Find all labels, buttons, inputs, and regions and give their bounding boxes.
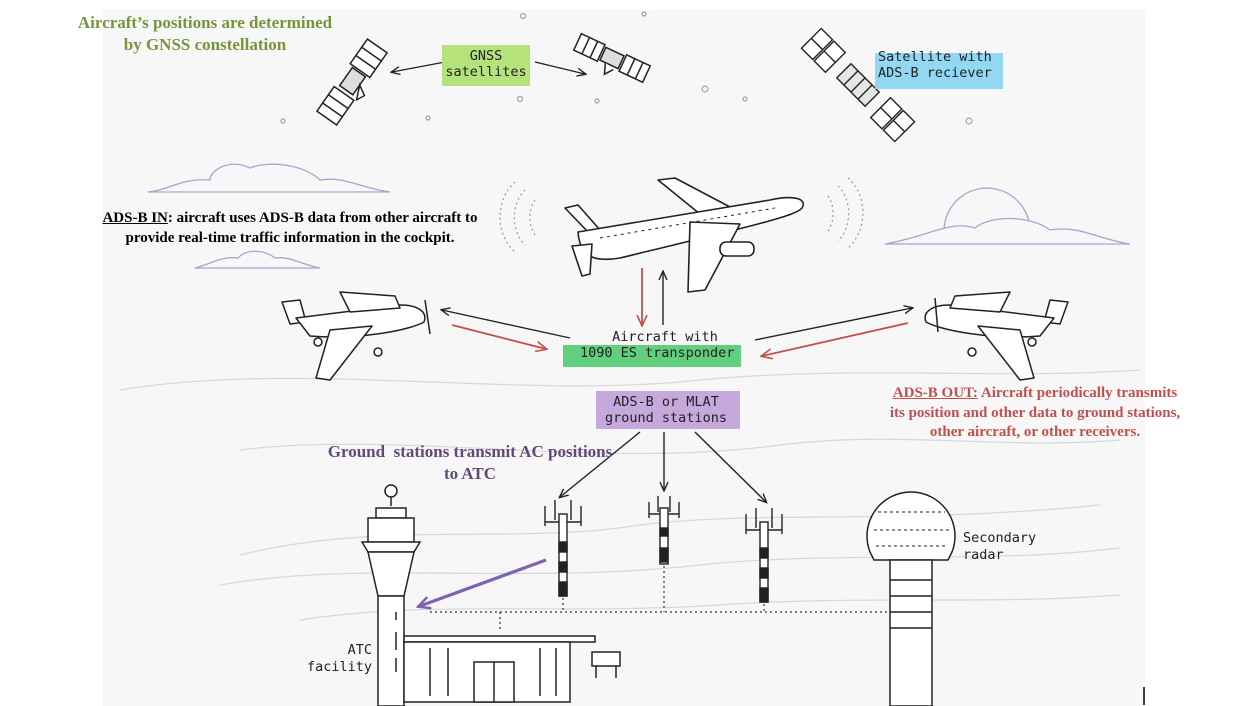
ground-arrow-right <box>694 431 766 502</box>
building-icon <box>403 635 621 703</box>
ground-note-line-1: Ground stations transmit AC positions <box>327 442 613 461</box>
gnss-label-line-2: satellites <box>445 64 527 81</box>
ads-b-out-note: ADS-B OUT: Aircraft periodically transmi… <box>845 384 1225 443</box>
arrow-left-red <box>451 324 546 349</box>
stars <box>280 11 973 125</box>
radar-label: Secondary radar <box>963 530 1036 564</box>
light-aircraft-icon <box>924 291 1069 381</box>
gnss-highlight <box>442 45 530 86</box>
arrow-left-dark <box>442 310 571 339</box>
signal-waves <box>499 177 864 253</box>
ground-arrow-left <box>560 431 641 497</box>
airliner-icon <box>564 177 805 293</box>
radar-dome-icon <box>866 491 956 706</box>
atc-label: ATC facility <box>300 642 372 676</box>
cloud-icon <box>147 163 391 269</box>
gnss-note-line-1: Aircraft’s positions are determined <box>77 13 333 32</box>
gnss-arrow-right <box>534 61 585 74</box>
ads-b-out-line-1: ADS-B OUT: Aircraft periodically transmi… <box>845 384 1225 404</box>
ground-highlight <box>596 391 740 429</box>
satellite-highlight <box>875 53 1003 89</box>
ads-b-out-line-2: its position and other data to ground st… <box>889 404 1181 421</box>
arrow-right-dark <box>754 308 912 341</box>
atc-tower-icon <box>360 484 422 706</box>
ads-b-in-label: ADS-B IN <box>102 210 168 226</box>
adsb-satellite-icon <box>800 27 916 143</box>
sun-icon <box>884 187 1131 245</box>
ads-b-in-note: ADS-B IN: aircraft uses ADS-B data from … <box>40 209 540 248</box>
aircraft-label-line-1: Aircraft with <box>612 329 718 345</box>
ads-b-out-line-3: other aircraft, or other receivers. <box>929 424 1141 440</box>
gnss-label-line-1: GNSS <box>469 48 503 64</box>
ads-b-in-text-1: : aircraft uses ADS-B data from other ai… <box>167 210 478 226</box>
ground-stations-label: ADS-B or MLAT ground stations <box>596 394 736 426</box>
ads-b-in-line-2: provide real-time traffic information in… <box>125 229 455 246</box>
gnss-note: Aircraft’s positions are determined by G… <box>40 12 370 56</box>
ground-stations-line-1: ADS-B or MLAT <box>613 394 719 410</box>
radar-label-line-2: radar <box>963 546 1004 563</box>
ground-stations-line-2: ground stations <box>605 410 727 427</box>
satellite-label-line-2: ADS-B reciever <box>878 65 992 82</box>
gnss-satellite-icon <box>572 32 652 84</box>
ground-note-line-2: to ATC <box>443 464 497 484</box>
gnss-note-line-2: by GNSS constellation <box>123 35 287 55</box>
satellite-label-line-1: Satellite with <box>878 49 992 65</box>
gnss-label: GNSS satellites <box>442 48 530 80</box>
aircraft-label: Aircraft with 1090 ES transponder <box>560 329 770 361</box>
radar-label-line-1: Secondary <box>963 530 1037 546</box>
transponder-highlight <box>563 345 741 367</box>
gnss-satellite-icon <box>315 38 389 126</box>
atc-label-line-1: ATC <box>347 642 372 658</box>
light-aircraft-icon <box>281 291 431 381</box>
ads-b-out-text-1: Aircraft periodically transmits <box>977 385 1178 401</box>
ground-note: Ground stations transmit AC positions to… <box>290 441 650 485</box>
ground-station-tower-icon <box>544 496 783 603</box>
aircraft-label-line-2: 1090 ES transponder <box>580 345 735 362</box>
satellite-label: Satellite with ADS-B reciever <box>878 49 992 81</box>
atc-label-line-2: facility <box>306 658 372 675</box>
gnss-arrow-left <box>392 61 446 72</box>
ads-b-out-label: ADS-B OUT: <box>892 385 978 401</box>
ads-b-in-line-1: ADS-B IN: aircraft uses ADS-B data from … <box>40 209 540 229</box>
arrow-right-red <box>762 322 909 356</box>
ground-to-atc-arrow <box>420 558 547 606</box>
